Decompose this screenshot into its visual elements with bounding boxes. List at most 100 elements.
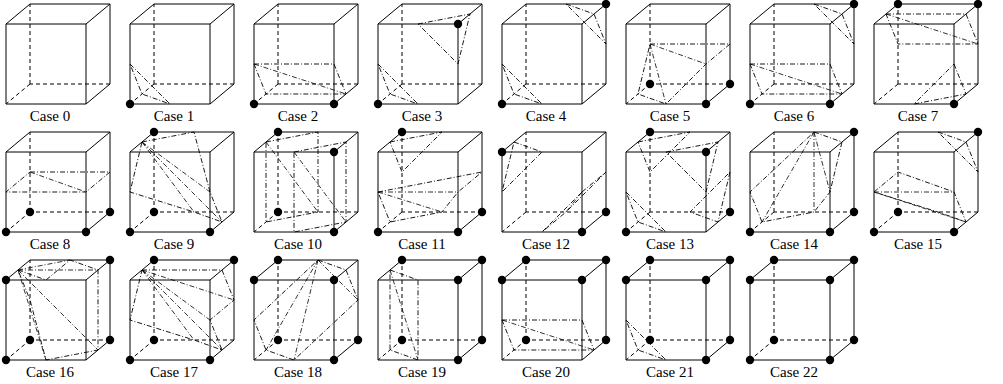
- hidden-edge: [874, 84, 898, 104]
- inside-vertex: [746, 100, 754, 108]
- cube-edge: [402, 4, 482, 5]
- inside-vertex: [454, 356, 462, 364]
- cube-edge: [130, 360, 210, 361]
- inside-vertex: [206, 356, 214, 364]
- cube-edge: [210, 132, 234, 152]
- hidden-edge: [278, 132, 279, 212]
- cube-edge: [334, 260, 358, 280]
- iso-surface: [266, 132, 318, 222]
- hidden-edge: [898, 84, 978, 85]
- hidden-edge: [30, 84, 110, 85]
- cube-edge: [830, 132, 854, 152]
- hidden-edge: [898, 132, 899, 212]
- cube-edge: [130, 132, 154, 152]
- cube-edge: [750, 132, 774, 152]
- cube-edge: [6, 280, 86, 281]
- case-label: Case 4: [526, 108, 566, 125]
- hidden-edge: [774, 212, 854, 213]
- cube: [870, 128, 982, 236]
- cube-edge: [750, 24, 751, 104]
- inside-vertex: [126, 100, 134, 108]
- cube-edge: [830, 212, 854, 232]
- cube-edge: [458, 84, 482, 104]
- cube-edge: [706, 24, 707, 104]
- hidden-edge: [278, 340, 358, 341]
- cube-edge: [626, 4, 650, 24]
- cube-edge: [502, 132, 526, 152]
- cube-edge: [874, 232, 954, 233]
- cube-edge: [86, 4, 110, 24]
- inside-vertex: [950, 228, 958, 236]
- cube-edge: [874, 152, 875, 232]
- inside-vertex: [374, 228, 382, 236]
- inside-vertex: [250, 100, 258, 108]
- hidden-edge: [254, 212, 278, 232]
- cube-edge: [86, 132, 110, 152]
- cube-edge: [458, 152, 459, 232]
- hidden-edge: [154, 212, 234, 213]
- inside-vertex: [82, 228, 90, 236]
- cube-edge: [154, 260, 234, 261]
- cube: [374, 128, 486, 236]
- cube-edge: [582, 212, 606, 232]
- cube: [126, 256, 238, 364]
- triangle-edge: [650, 44, 666, 104]
- cube-edge: [254, 232, 334, 233]
- cube-edge: [458, 24, 459, 104]
- cube-edge: [626, 260, 650, 280]
- cube-edge: [606, 4, 607, 84]
- inside-vertex: [974, 0, 982, 8]
- cube: [6, 4, 110, 104]
- cube-edge: [378, 24, 458, 25]
- inside-vertex: [454, 228, 462, 236]
- cube-edge: [278, 260, 358, 261]
- inside-vertex: [454, 20, 462, 28]
- cube-edge: [750, 104, 830, 105]
- cube-edge: [110, 4, 111, 84]
- cube-edge: [130, 4, 154, 24]
- hidden-edge: [154, 4, 155, 84]
- cube-edge: [130, 24, 131, 104]
- cube-edge: [254, 280, 334, 281]
- cube-edge: [334, 340, 358, 360]
- cube-edge: [502, 280, 582, 281]
- cube-edge: [30, 132, 110, 133]
- cube-edge: [458, 280, 459, 360]
- cube-edge: [606, 132, 607, 212]
- hidden-edge: [402, 260, 403, 340]
- cube-edge: [334, 24, 335, 104]
- hidden-edge: [750, 212, 774, 232]
- cube: [746, 256, 858, 364]
- inside-vertex: [398, 336, 406, 344]
- inside-vertex: [602, 256, 610, 264]
- cube-edge: [830, 4, 854, 24]
- cube-edge: [458, 4, 482, 24]
- cube: [126, 4, 234, 108]
- inside-vertex: [250, 276, 258, 284]
- cube-edge: [626, 104, 706, 105]
- cube-edge: [750, 360, 830, 361]
- cube: [126, 128, 234, 236]
- cube-edge: [6, 104, 86, 105]
- triangle-edge: [254, 64, 346, 94]
- triangle-edge: [874, 192, 966, 222]
- cube-edge: [774, 132, 854, 133]
- cube-edge: [750, 280, 751, 360]
- triangle-edge: [814, 132, 830, 192]
- cube-edge: [254, 152, 334, 153]
- cube-edge: [750, 152, 830, 153]
- cube-edge: [730, 132, 731, 212]
- inside-vertex: [622, 228, 630, 236]
- cube-edge: [458, 212, 482, 232]
- cube-edge: [502, 4, 526, 24]
- cube-edge: [378, 4, 402, 24]
- cube-edge: [86, 152, 87, 232]
- cube-edge: [30, 4, 110, 5]
- inside-vertex: [850, 128, 858, 136]
- triangle-edge: [378, 192, 458, 193]
- triangle-edge: [886, 14, 978, 44]
- cube-edge: [334, 132, 358, 152]
- cube-edge: [582, 84, 606, 104]
- cube-edge: [234, 4, 235, 84]
- cube-edge: [6, 152, 7, 232]
